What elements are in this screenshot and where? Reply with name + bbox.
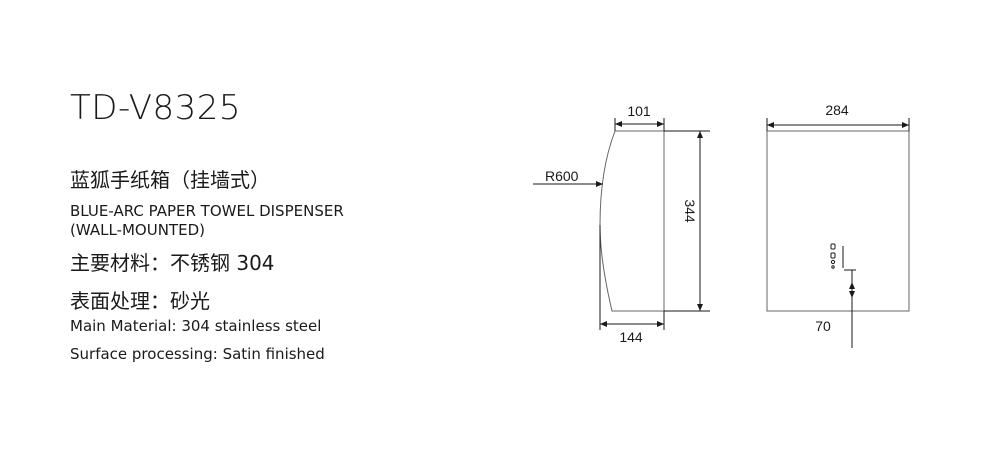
material-zh: 主要材料：不锈钢 304 — [70, 251, 275, 275]
outlet-marks-icon — [830, 243, 844, 269]
dim-label-height: 344 — [682, 199, 698, 223]
surface-en: Surface processing: Satin finished — [70, 345, 325, 363]
front-view: 284 70 — [766, 102, 910, 348]
material-en: Main Material: 304 stainless steel — [70, 317, 322, 335]
side-view: 101 344 144 R600 — [533, 103, 710, 345]
product-name-en: BLUE-ARC PAPER TOWEL DISPENSER (WALL-MOU… — [70, 202, 344, 240]
product-name-zh: 蓝狐手纸箱（挂墙式） — [70, 168, 270, 192]
dim-label-outlet-offset: 70 — [815, 318, 831, 334]
dim-label-bottom-width: 144 — [619, 329, 643, 345]
model-number: TD-V8325 — [70, 88, 242, 128]
side-view-outline — [599, 130, 665, 312]
front-view-outline — [766, 130, 910, 312]
product-name-en-line2: (WALL-MOUNTED) — [70, 221, 205, 239]
dim-label-top-width: 101 — [627, 103, 651, 119]
product-name-en-line1: BLUE-ARC PAPER TOWEL DISPENSER — [70, 202, 344, 220]
radius-label: R600 — [545, 168, 579, 184]
surface-zh: 表面处理：砂光 — [70, 289, 210, 313]
dim-label-front-width: 284 — [825, 102, 849, 118]
